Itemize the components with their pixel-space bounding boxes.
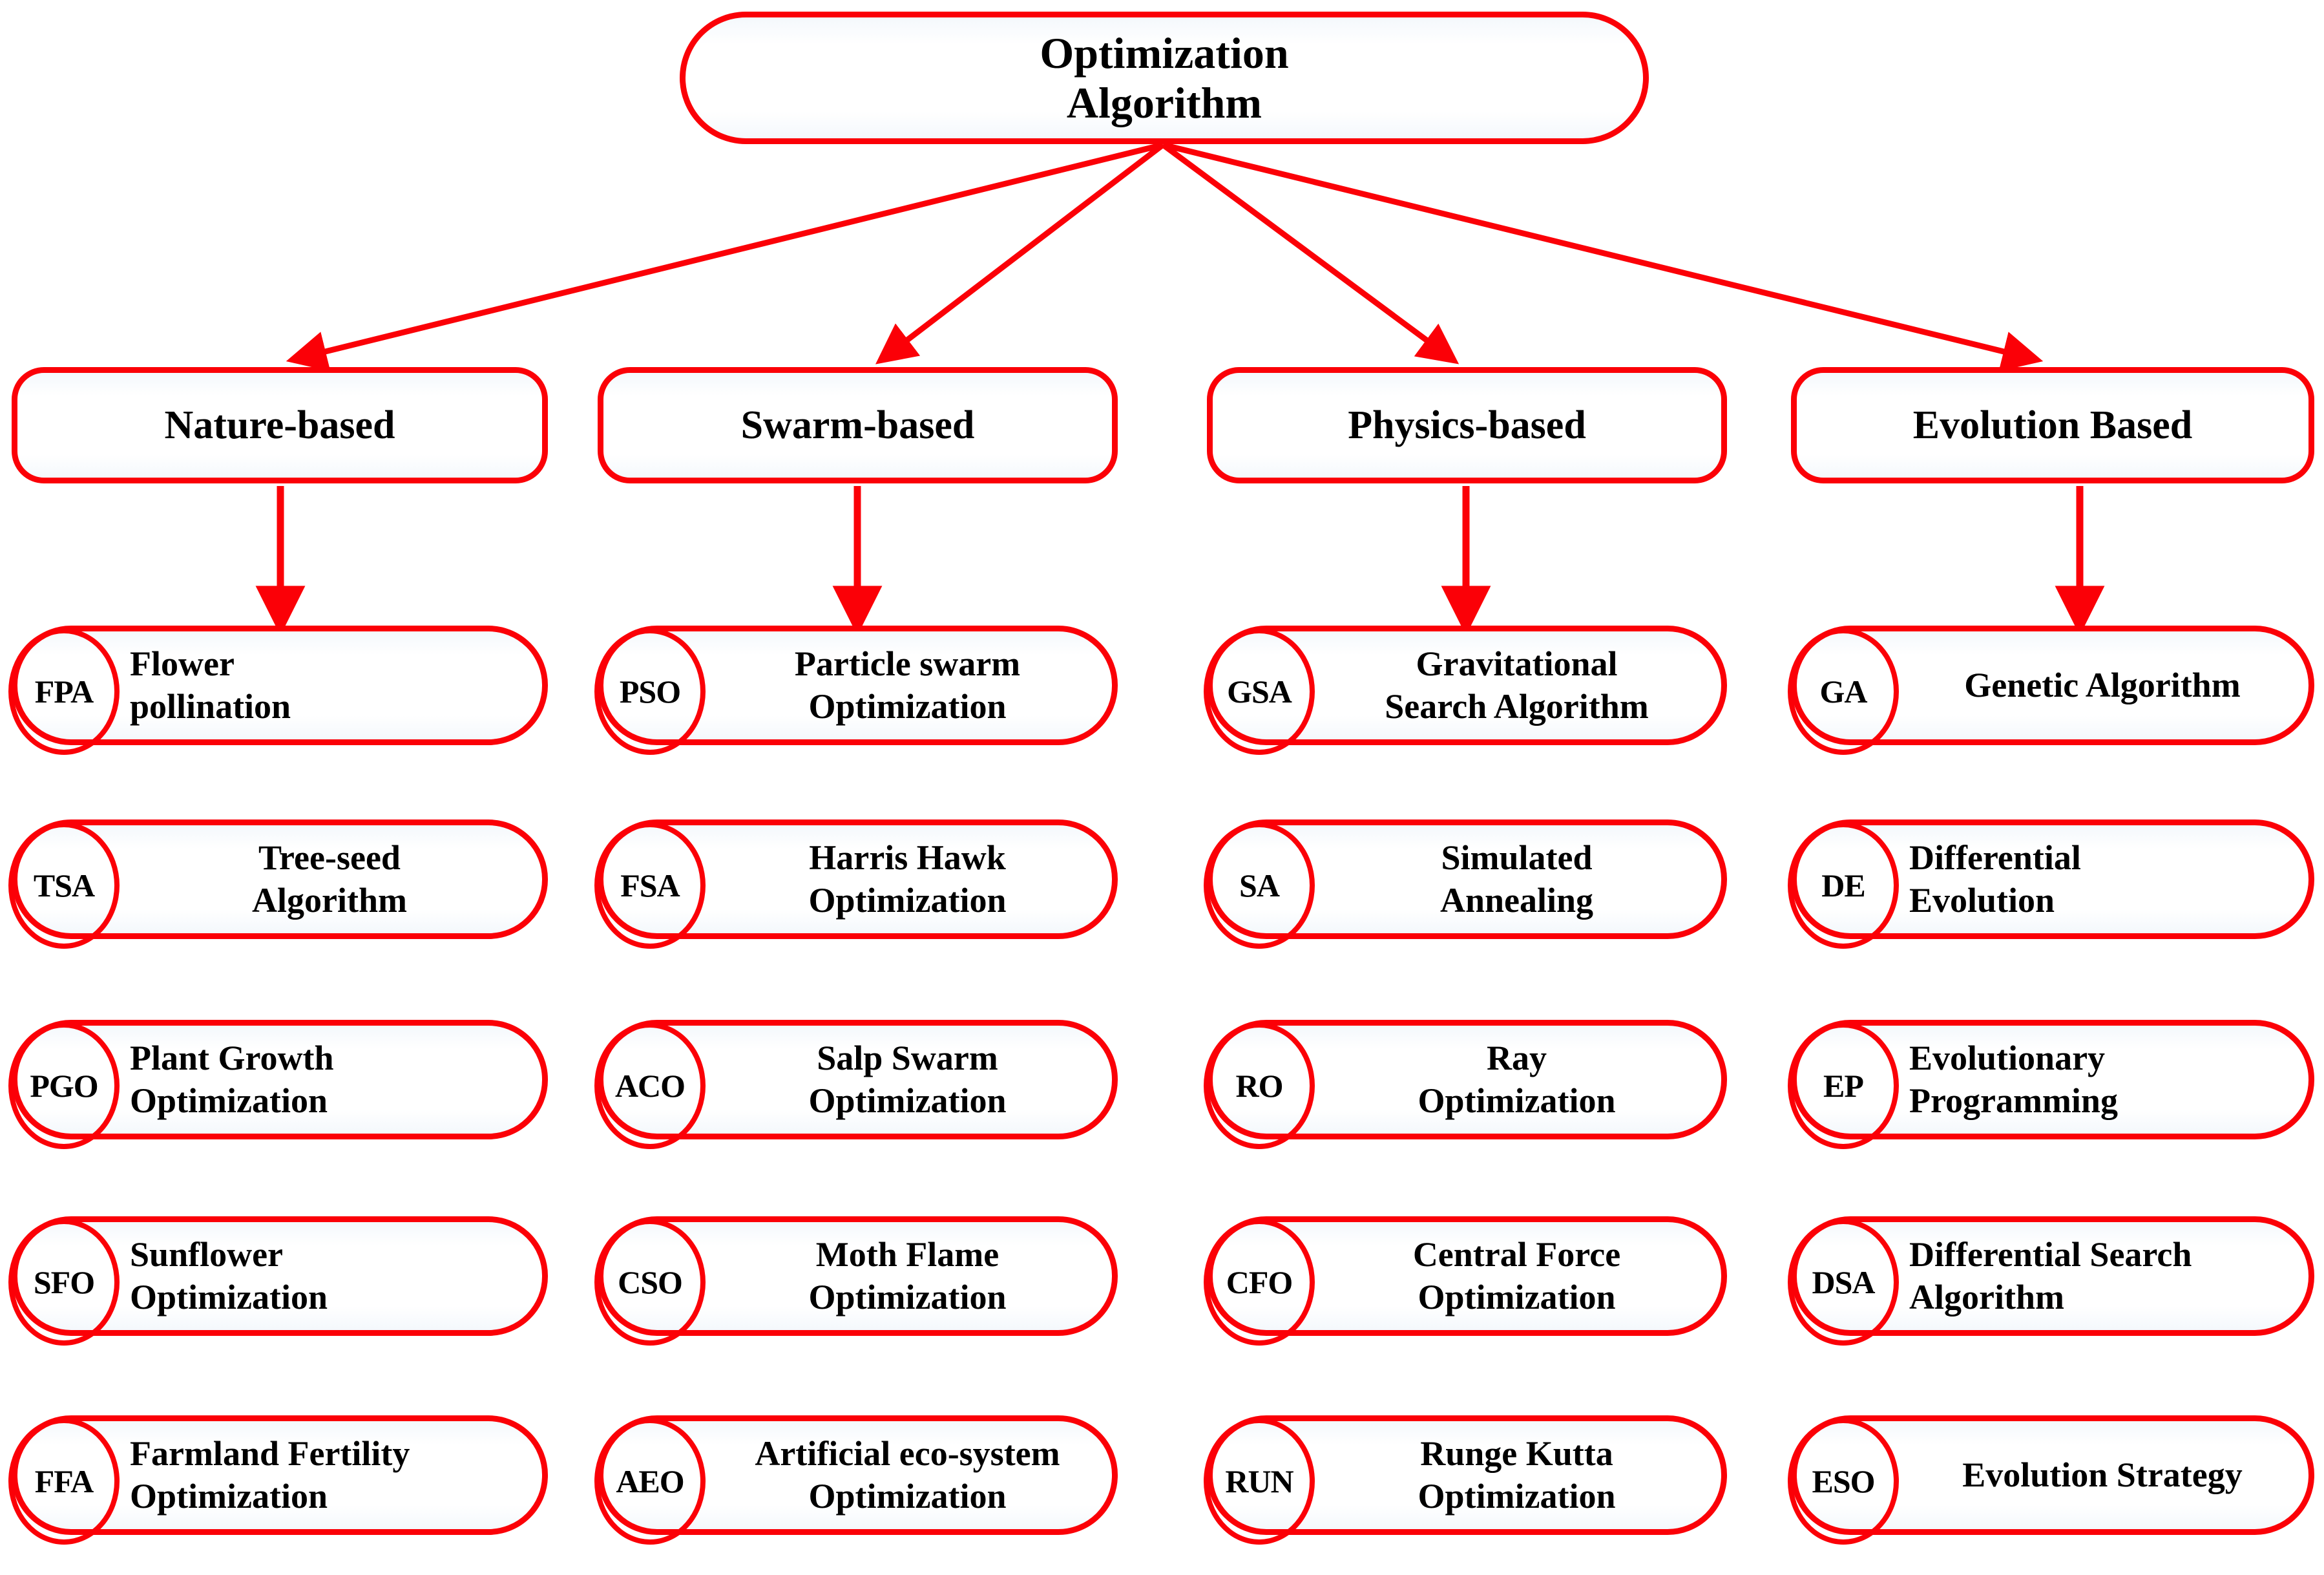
root-node-label: Optimization Algorithm	[1040, 28, 1289, 127]
algorithm-abbr-badge: RO	[1204, 1022, 1315, 1149]
algorithm-abbr-badge: ACO	[594, 1022, 706, 1149]
algorithm-card-sa[interactable]: SA Simulated Annealing	[1204, 819, 1727, 949]
algorithm-abbr-badge: DSA	[1788, 1219, 1899, 1346]
algorithm-card-eso[interactable]: ESO Evolution Strategy	[1788, 1415, 2314, 1545]
algorithm-name-label: Central Force Optimization	[1412, 1234, 1621, 1316]
algorithm-card-pso[interactable]: PSO Particle swarm Optimization	[594, 626, 1118, 755]
algorithm-card-ep[interactable]: EP Evolutionary Programming	[1788, 1020, 2314, 1149]
algorithm-name-label: Evolution Strategy	[1962, 1455, 2243, 1494]
algorithm-card-ga[interactable]: GA Genetic Algorithm	[1788, 626, 2314, 755]
algorithm-abbr-badge: PSO	[594, 628, 706, 755]
algorithm-name-label: Salp Swarm Optimization	[808, 1038, 1007, 1120]
algorithm-card-fsa[interactable]: FSA Harris Hawk Optimization	[594, 819, 1118, 949]
algorithm-abbr-badge: CFO	[1204, 1219, 1315, 1346]
algorithm-card-pgo[interactable]: PGO Plant Growth Optimization	[8, 1020, 548, 1149]
algorithm-card-dsa[interactable]: DSA Differential Search Algorithm	[1788, 1216, 2314, 1346]
algorithm-card-de[interactable]: DE Differential Evolution	[1788, 819, 2314, 949]
edge-root-to-evolution	[1162, 142, 2044, 372]
category-node-nature-based[interactable]: Nature-based	[12, 367, 548, 483]
algorithm-name-label: Genetic Algorithm	[1964, 665, 2241, 704]
algorithm-abbr-badge: FPA	[8, 628, 120, 755]
category-label: Nature-based	[164, 403, 395, 447]
category-label: Swarm-based	[740, 403, 975, 447]
algorithm-card-ffa[interactable]: FFA Farmland Fertility Optimization	[8, 1415, 548, 1545]
algorithm-name-label: Plant Growth Optimization	[130, 1038, 334, 1120]
algorithm-abbr-badge: FSA	[594, 822, 706, 949]
category-node-evolution-based[interactable]: Evolution Based	[1791, 367, 2314, 483]
algorithm-name-label: Evolutionary Programming	[1909, 1038, 2118, 1120]
edge-root-to-swarm	[875, 142, 1165, 365]
algorithm-card-aeo[interactable]: AEO Artificial eco-system Optimization	[594, 1415, 1118, 1545]
algorithm-abbr-badge: PGO	[8, 1022, 120, 1149]
algorithm-card-run[interactable]: RUN Runge Kutta Optimization	[1204, 1415, 1727, 1545]
category-label: Evolution Based	[1912, 403, 2193, 447]
algorithm-name-label: Sunflower Optimization	[130, 1234, 328, 1316]
algorithm-card-sfo[interactable]: SFO Sunflower Optimization	[8, 1216, 548, 1346]
algorithm-abbr-badge: DE	[1788, 822, 1899, 949]
category-label: Physics-based	[1348, 403, 1586, 447]
algorithm-card-aco[interactable]: ACO Salp Swarm Optimization	[594, 1020, 1118, 1149]
algorithm-abbr-badge: RUN	[1204, 1418, 1315, 1545]
algorithm-card-cso[interactable]: CSO Moth Flame Optimization	[594, 1216, 1118, 1346]
algorithm-name-label: Simulated Annealing	[1439, 838, 1594, 920]
edge-root-to-physics	[1161, 142, 1460, 365]
algorithm-abbr-badge: SA	[1204, 822, 1315, 949]
algorithm-abbr-badge: GA	[1788, 628, 1899, 755]
algorithm-name-label: Moth Flame Optimization	[808, 1234, 1007, 1316]
algorithm-abbr-badge: GSA	[1204, 628, 1315, 755]
edge-root-to-nature	[286, 142, 1164, 372]
algorithm-name-label: Gravitational Search Algorithm	[1385, 644, 1649, 726]
algorithm-name-label: Farmland Fertility Optimization	[130, 1433, 410, 1516]
algorithm-card-fpa[interactable]: FPA Flower pollination	[8, 626, 548, 755]
algorithm-card-gsa[interactable]: GSA Gravitational Search Algorithm	[1204, 626, 1727, 755]
algorithm-abbr-badge: SFO	[8, 1219, 120, 1346]
algorithm-card-cfo[interactable]: CFO Central Force Optimization	[1204, 1216, 1727, 1346]
algorithm-name-label: Ray Optimization	[1418, 1038, 1616, 1120]
algorithm-name-label: Runge Kutta Optimization	[1418, 1433, 1616, 1516]
algorithm-name-label: Particle swarm Optimization	[794, 644, 1021, 726]
category-node-physics-based[interactable]: Physics-based	[1207, 367, 1727, 483]
algorithm-name-label: Differential Search Algorithm	[1909, 1234, 2192, 1316]
algorithm-abbr-badge: ESO	[1788, 1418, 1899, 1545]
category-node-swarm-based[interactable]: Swarm-based	[598, 367, 1118, 483]
algorithm-abbr-badge: TSA	[8, 822, 120, 949]
algorithm-abbr-badge: AEO	[594, 1418, 706, 1545]
algorithm-name-label: Tree-seed Algorithm	[252, 838, 407, 920]
algorithm-name-label: Flower pollination	[130, 644, 291, 726]
algorithm-name-label: Harris Hawk Optimization	[808, 838, 1007, 920]
algorithm-name-label: Artificial eco-system Optimization	[755, 1433, 1060, 1516]
algorithm-abbr-badge: CSO	[594, 1219, 706, 1346]
root-node-optimization-algorithm[interactable]: Optimization Algorithm	[680, 12, 1649, 144]
algorithm-name-label: Differential Evolution	[1909, 838, 2081, 920]
algorithm-card-ro[interactable]: RO Ray Optimization	[1204, 1020, 1727, 1149]
algorithm-abbr-badge: EP	[1788, 1022, 1899, 1149]
algorithm-abbr-badge: FFA	[8, 1418, 120, 1545]
algorithm-card-tsa[interactable]: TSA Tree-seed Algorithm	[8, 819, 548, 949]
